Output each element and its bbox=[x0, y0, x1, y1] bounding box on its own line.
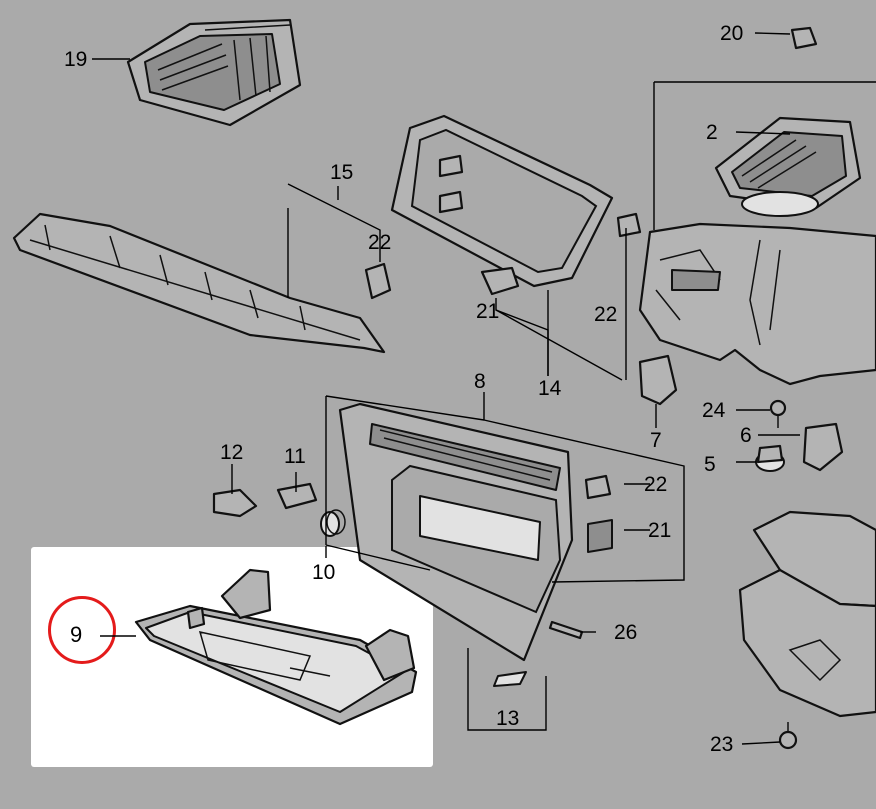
label-22-center: 22 bbox=[644, 473, 668, 496]
meter-hood-frame-14 bbox=[390, 114, 614, 288]
label-20: 20 bbox=[720, 22, 744, 45]
clip-22-center bbox=[584, 474, 612, 500]
label-2: 2 bbox=[706, 121, 718, 144]
label-24: 24 bbox=[702, 399, 726, 422]
label-19: 19 bbox=[64, 48, 88, 71]
label-9: 9 bbox=[70, 622, 83, 647]
label-21-top: 21 bbox=[476, 300, 500, 323]
label-6: 6 bbox=[740, 424, 752, 447]
label-21-center: 21 bbox=[648, 519, 672, 542]
cover-door-9 bbox=[134, 568, 418, 726]
pad-13 bbox=[493, 671, 527, 687]
label-7: 7 bbox=[650, 429, 662, 452]
air-vent-19 bbox=[126, 18, 302, 127]
label-11: 11 bbox=[284, 445, 306, 468]
dashboard-panel bbox=[638, 222, 876, 386]
center-panel-8 bbox=[338, 402, 574, 662]
column-cover bbox=[738, 510, 876, 718]
clip-12 bbox=[212, 488, 258, 518]
label-22-left: 22 bbox=[368, 231, 392, 254]
pin-26 bbox=[548, 620, 584, 640]
pad-21-center bbox=[587, 519, 613, 553]
clip-22-left bbox=[364, 262, 392, 300]
label-8: 8 bbox=[474, 370, 486, 393]
label-26: 26 bbox=[614, 621, 638, 644]
label-23: 23 bbox=[710, 733, 734, 756]
clip-21-top bbox=[480, 266, 520, 296]
callout-ring-part-9 bbox=[48, 596, 116, 664]
label-13: 13 bbox=[496, 707, 520, 730]
label-5: 5 bbox=[704, 453, 716, 476]
screw-24 bbox=[769, 399, 787, 428]
spring-10 bbox=[320, 509, 346, 537]
label-22-right: 22 bbox=[594, 303, 618, 326]
screw-23 bbox=[778, 722, 798, 750]
trim-panel-15 bbox=[12, 212, 386, 354]
label-12: 12 bbox=[220, 441, 244, 464]
label-15: 15 bbox=[330, 161, 354, 184]
clip-20 bbox=[790, 26, 818, 50]
clip-22-right bbox=[616, 212, 642, 238]
air-vent-2 bbox=[714, 116, 862, 217]
label-10: 10 bbox=[312, 561, 336, 584]
grommet-5 bbox=[755, 444, 785, 472]
bracket-7 bbox=[638, 354, 678, 406]
bracket-6 bbox=[802, 422, 844, 472]
label-14: 14 bbox=[538, 377, 562, 400]
clip-11 bbox=[276, 482, 318, 510]
leader-lines bbox=[92, 32, 876, 745]
